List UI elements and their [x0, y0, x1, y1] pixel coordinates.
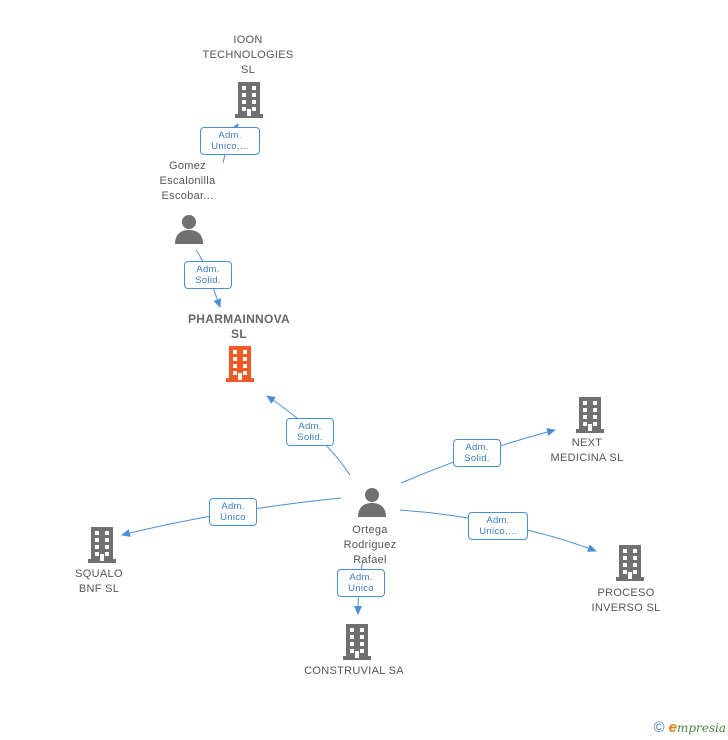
node-label-next-medicina[interactable]: NEXT MEDICINA SL: [550, 437, 624, 464]
person-icon[interactable]: [357, 487, 387, 517]
brand-logo-initial: e: [668, 719, 677, 736]
edge-label-ortega-next[interactable]: Adm. Solid.: [453, 439, 501, 467]
node-label-construvial[interactable]: CONSTRUVIAL SA: [304, 665, 404, 677]
edge-label-gomez-pharma[interactable]: Adm. Solid.: [184, 261, 232, 289]
person-icon[interactable]: [174, 214, 204, 244]
building-icon-focus[interactable]: [224, 346, 256, 382]
brand-logo-text: mpresia: [676, 720, 726, 735]
edge-label-ortega-construvial[interactable]: Adm. Unico: [337, 569, 385, 597]
empresia-brand[interactable]: © e mpresia: [654, 719, 726, 736]
node-label-gomez-escalonilla[interactable]: Gomez Escalonilla Escobar...: [159, 160, 216, 202]
building-icon[interactable]: [574, 397, 606, 433]
node-label-squalo-bnf[interactable]: SQUALO BNF SL: [75, 568, 123, 595]
copyright-icon: ©: [653, 719, 665, 736]
node-label-pharmainnova[interactable]: PHARMAINNOVA SL: [187, 312, 291, 341]
node-label-proceso-inverso[interactable]: PROCESO INVERSO SL: [591, 587, 661, 614]
building-icon[interactable]: [341, 624, 373, 660]
building-icon[interactable]: [233, 82, 265, 118]
edge-label-gomez-ioon[interactable]: Adm. Unico,...: [200, 127, 260, 155]
node-label-ortega-rodriguez[interactable]: Ortega Rodriguez Rafael: [343, 524, 397, 566]
node-label-ioon-technologies[interactable]: IOON TECHNOLOGIES SL: [202, 34, 294, 76]
building-icon[interactable]: [86, 527, 118, 563]
building-icon[interactable]: [614, 545, 646, 581]
edge-label-ortega-squalo[interactable]: Adm. Unico: [209, 498, 257, 526]
edge-label-ortega-pharma[interactable]: Adm. Solid.: [286, 418, 334, 446]
edge-label-ortega-proceso[interactable]: Adm. Unico,...: [468, 512, 528, 540]
